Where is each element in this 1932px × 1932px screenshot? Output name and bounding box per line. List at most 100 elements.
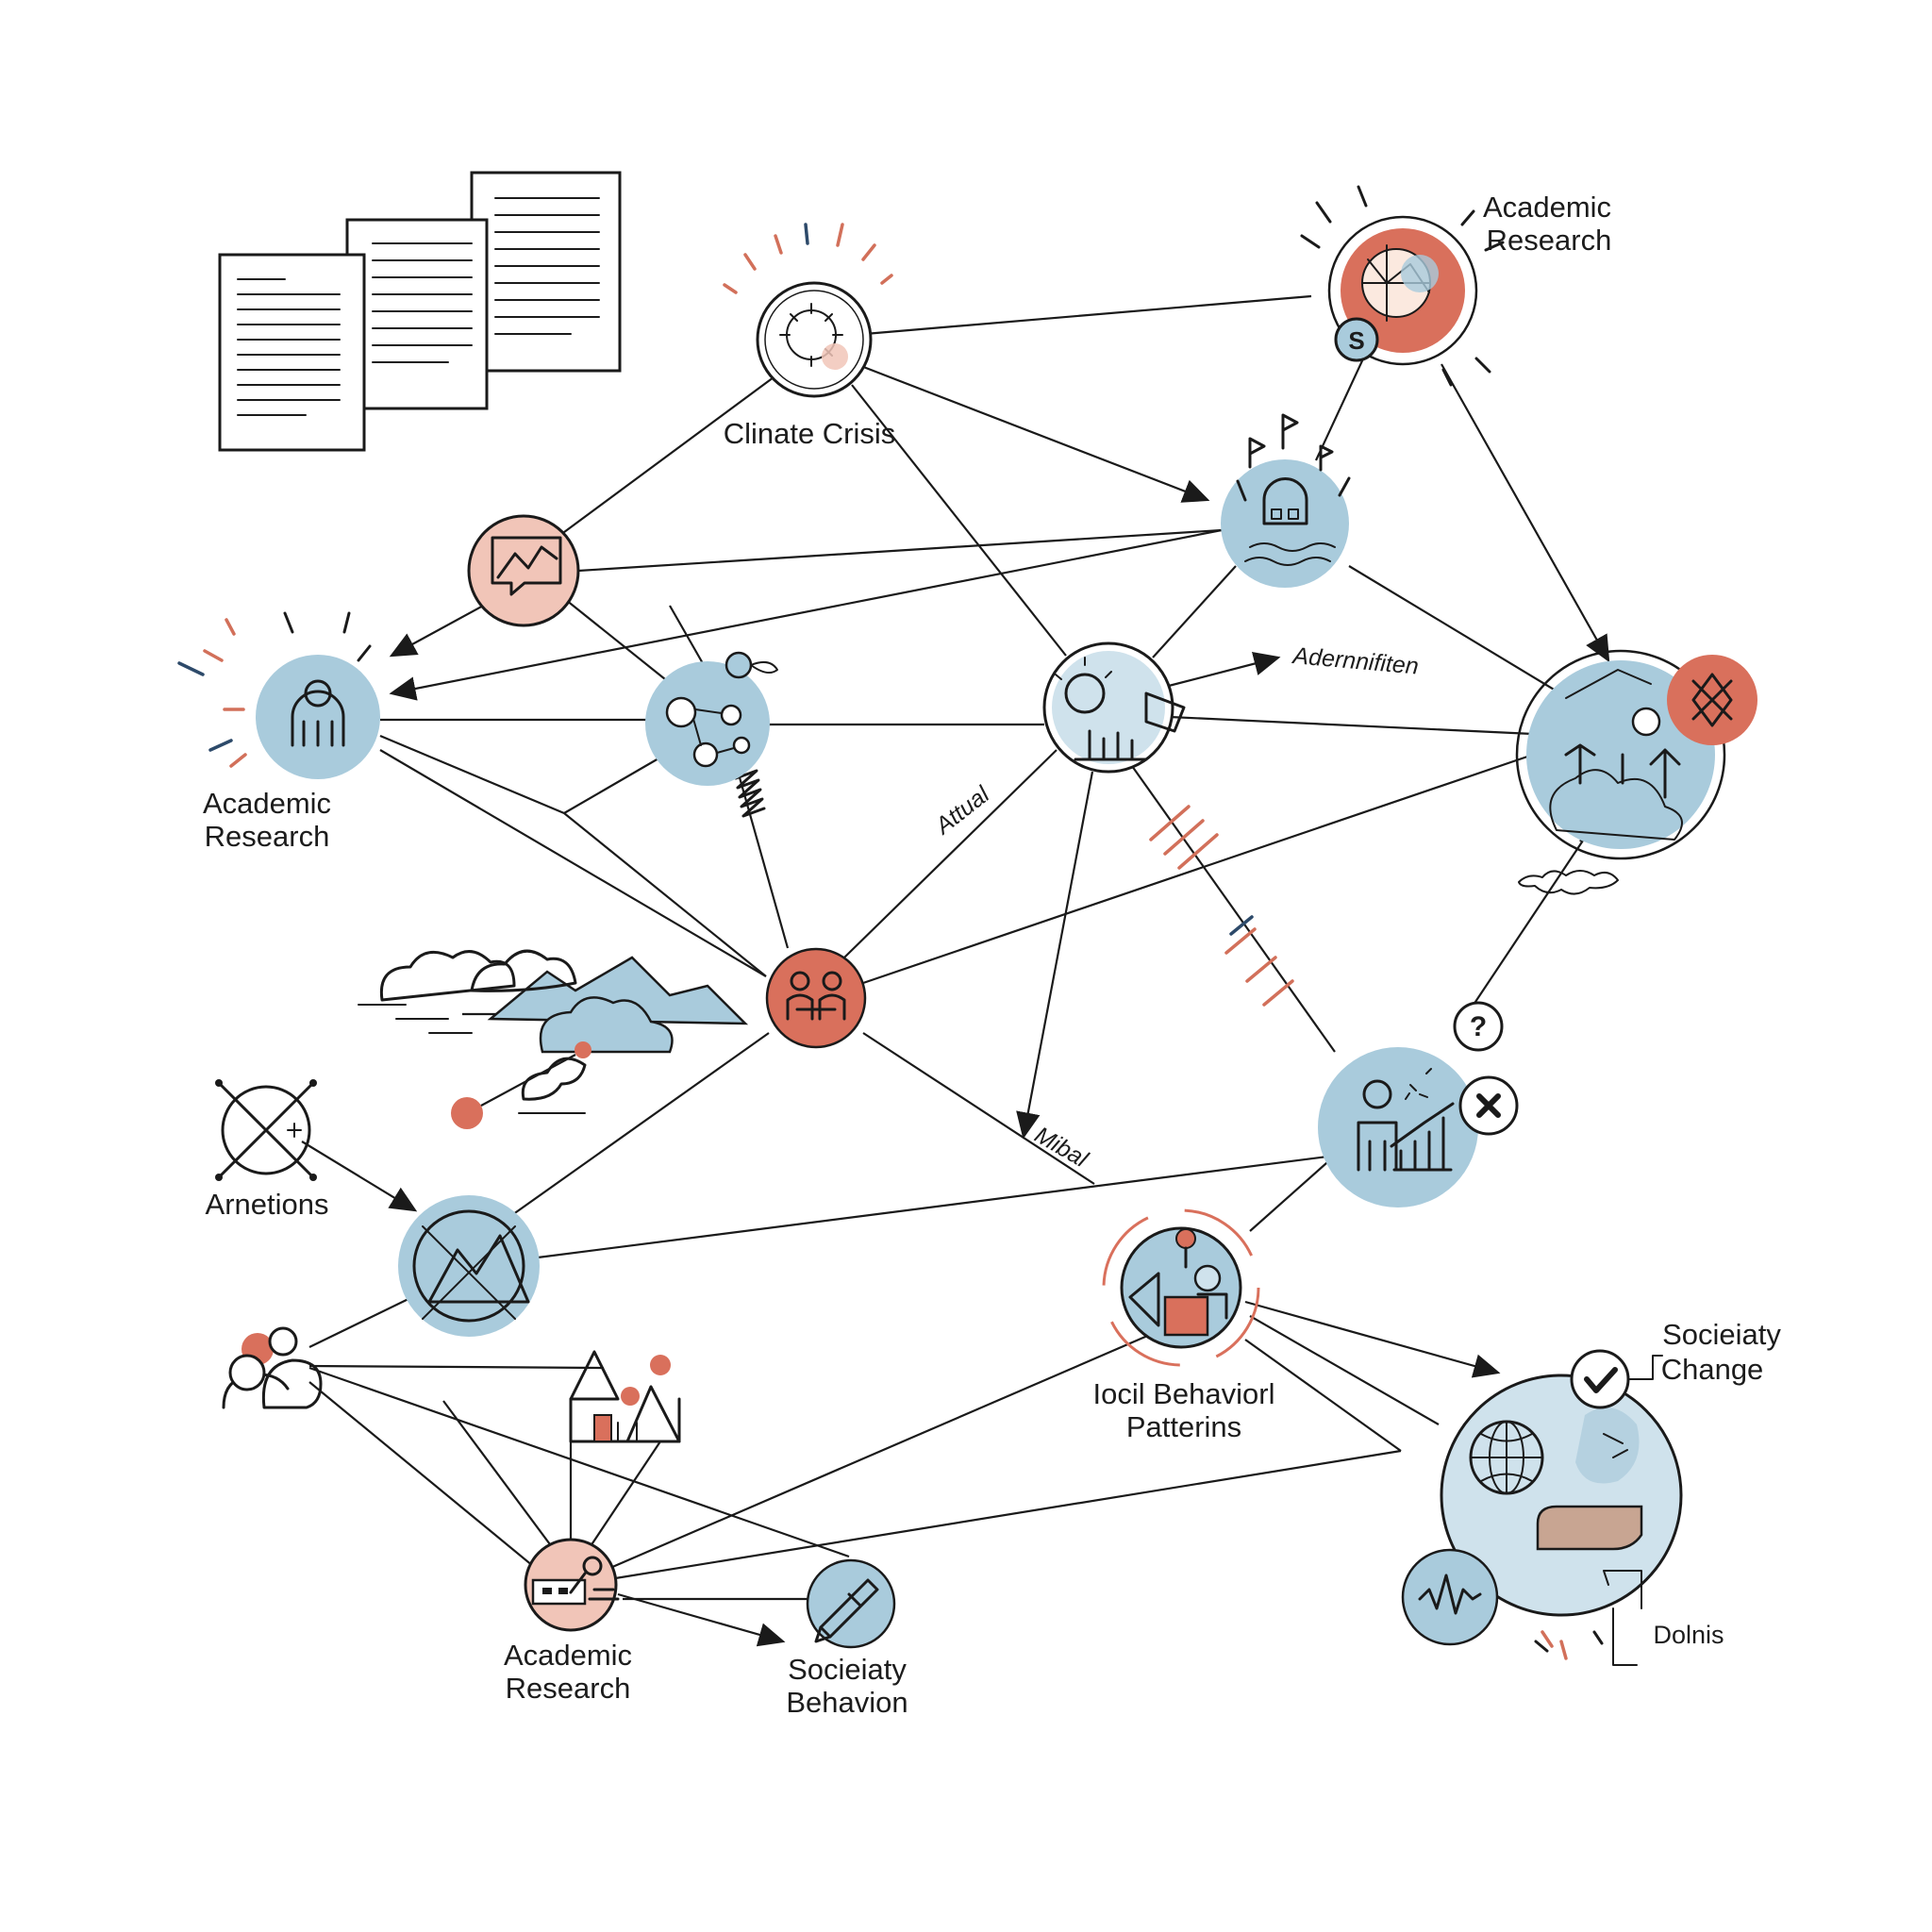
globe-virus-icon xyxy=(779,303,848,370)
burst-lines xyxy=(723,223,893,294)
edge xyxy=(1441,363,1610,663)
globe-map-icon xyxy=(1469,1407,1643,1609)
wave-icon xyxy=(1418,1574,1482,1615)
landscape-icon xyxy=(358,949,749,1114)
edge xyxy=(577,528,1223,573)
edge xyxy=(1152,565,1237,658)
globe-chart-icon xyxy=(1361,244,1439,322)
edges xyxy=(301,294,1638,1647)
edge xyxy=(851,384,1067,657)
edge xyxy=(862,753,1534,985)
person-chart-icon xyxy=(1357,1068,1455,1172)
edge xyxy=(617,1592,786,1647)
check-badge xyxy=(1570,1349,1630,1409)
svg-text:?: ? xyxy=(1470,1011,1487,1042)
crosshair-icon xyxy=(215,1079,317,1181)
people-icon xyxy=(786,971,846,1021)
edge xyxy=(389,598,496,658)
node-analyst[interactable] xyxy=(1318,1047,1478,1208)
node-hub-center[interactable] xyxy=(1042,641,1186,774)
edge xyxy=(1249,1155,1336,1232)
node-academic-research-bottom[interactable] xyxy=(524,1538,620,1632)
node-societal-change[interactable] xyxy=(1440,1374,1683,1617)
label-dolnis: Dolnis xyxy=(1653,1621,1724,1649)
s-badge: S xyxy=(1334,317,1379,362)
person-desk-icon xyxy=(1128,1228,1228,1337)
edge xyxy=(603,1314,1194,1573)
building-waves-icon xyxy=(1244,477,1336,566)
edge xyxy=(556,376,774,539)
node-wave[interactable] xyxy=(1401,1548,1499,1646)
node-people-core[interactable] xyxy=(765,947,867,1049)
node-academic-research-top[interactable] xyxy=(1300,185,1505,387)
node-building[interactable] xyxy=(1221,413,1351,588)
edge xyxy=(853,361,1210,503)
label-social-behavior-2: Patterins xyxy=(1126,1410,1241,1443)
leader-line xyxy=(1628,1355,1663,1380)
label-social-behavior-1: Iocil Behaviorl xyxy=(1093,1377,1275,1410)
edge xyxy=(1244,1339,1402,1452)
person-bars-icon xyxy=(291,679,345,747)
edge xyxy=(308,1364,605,1370)
node-mountains[interactable] xyxy=(398,1195,540,1337)
edge xyxy=(563,812,767,977)
label-societal-behavior-2: Behavion xyxy=(786,1686,908,1719)
label-societal-change-2: Change xyxy=(1661,1353,1764,1386)
label-climate-crisis: Clinate Crisis xyxy=(724,417,896,450)
connector-dots xyxy=(451,1041,591,1129)
edge xyxy=(1249,1315,1440,1425)
edge xyxy=(1016,771,1094,1140)
edge xyxy=(853,294,1312,337)
edge xyxy=(308,1381,534,1567)
hatch-mark xyxy=(1229,915,1254,936)
label-academic-research-left-2: Research xyxy=(205,820,330,853)
hatch-mark xyxy=(1149,805,1219,870)
edge xyxy=(379,749,767,977)
edge xyxy=(843,749,1058,958)
tents-icon xyxy=(569,1350,681,1443)
edge xyxy=(1315,354,1366,461)
lattice-icon xyxy=(1691,673,1733,727)
node-world-large[interactable] xyxy=(1515,649,1757,860)
edge xyxy=(584,1441,661,1556)
edge xyxy=(1348,565,1561,694)
question-badge: ? xyxy=(1453,1001,1504,1052)
edge xyxy=(1164,651,1281,689)
edge xyxy=(442,1400,567,1567)
edge xyxy=(301,1141,418,1212)
node-molecule[interactable] xyxy=(645,651,778,786)
edge xyxy=(565,599,666,680)
label-societal-change-1: Socieiaty xyxy=(1662,1318,1781,1351)
x-badge xyxy=(1458,1075,1519,1136)
cloud-icon xyxy=(1518,870,1619,895)
world-trees-icon xyxy=(1549,669,1683,841)
edge xyxy=(308,1366,850,1558)
edge xyxy=(508,1032,770,1218)
node-academic-research-left[interactable] xyxy=(177,611,380,779)
edge xyxy=(1131,765,1336,1053)
mountains-icon xyxy=(422,1225,530,1320)
pencil-icon xyxy=(814,1578,879,1643)
edge xyxy=(669,605,705,666)
node-trend-chart[interactable] xyxy=(467,514,580,627)
burst-lines xyxy=(1541,1630,1568,1660)
edge xyxy=(379,734,565,815)
label-academic-research-bottom-1: Academic xyxy=(504,1639,632,1672)
burst-lines xyxy=(1300,185,1505,387)
edge xyxy=(1473,837,1586,1006)
edge xyxy=(537,1154,1336,1259)
node-societal-behavior[interactable] xyxy=(806,1558,896,1649)
label-edge-mibal: Mibal xyxy=(1030,1122,1093,1174)
svg-text:S: S xyxy=(1348,326,1364,355)
leader-line xyxy=(1612,1607,1638,1666)
node-climate-crisis[interactable] xyxy=(723,223,893,398)
edge xyxy=(1169,715,1534,736)
label-edge-attual: Attual xyxy=(929,780,995,841)
edge xyxy=(389,528,1223,701)
node-social-behavior[interactable] xyxy=(1102,1208,1260,1367)
burst-lines xyxy=(203,618,247,768)
edge xyxy=(862,1032,1095,1185)
research-tools-icon xyxy=(531,1556,620,1606)
flags-icon xyxy=(1236,413,1351,502)
